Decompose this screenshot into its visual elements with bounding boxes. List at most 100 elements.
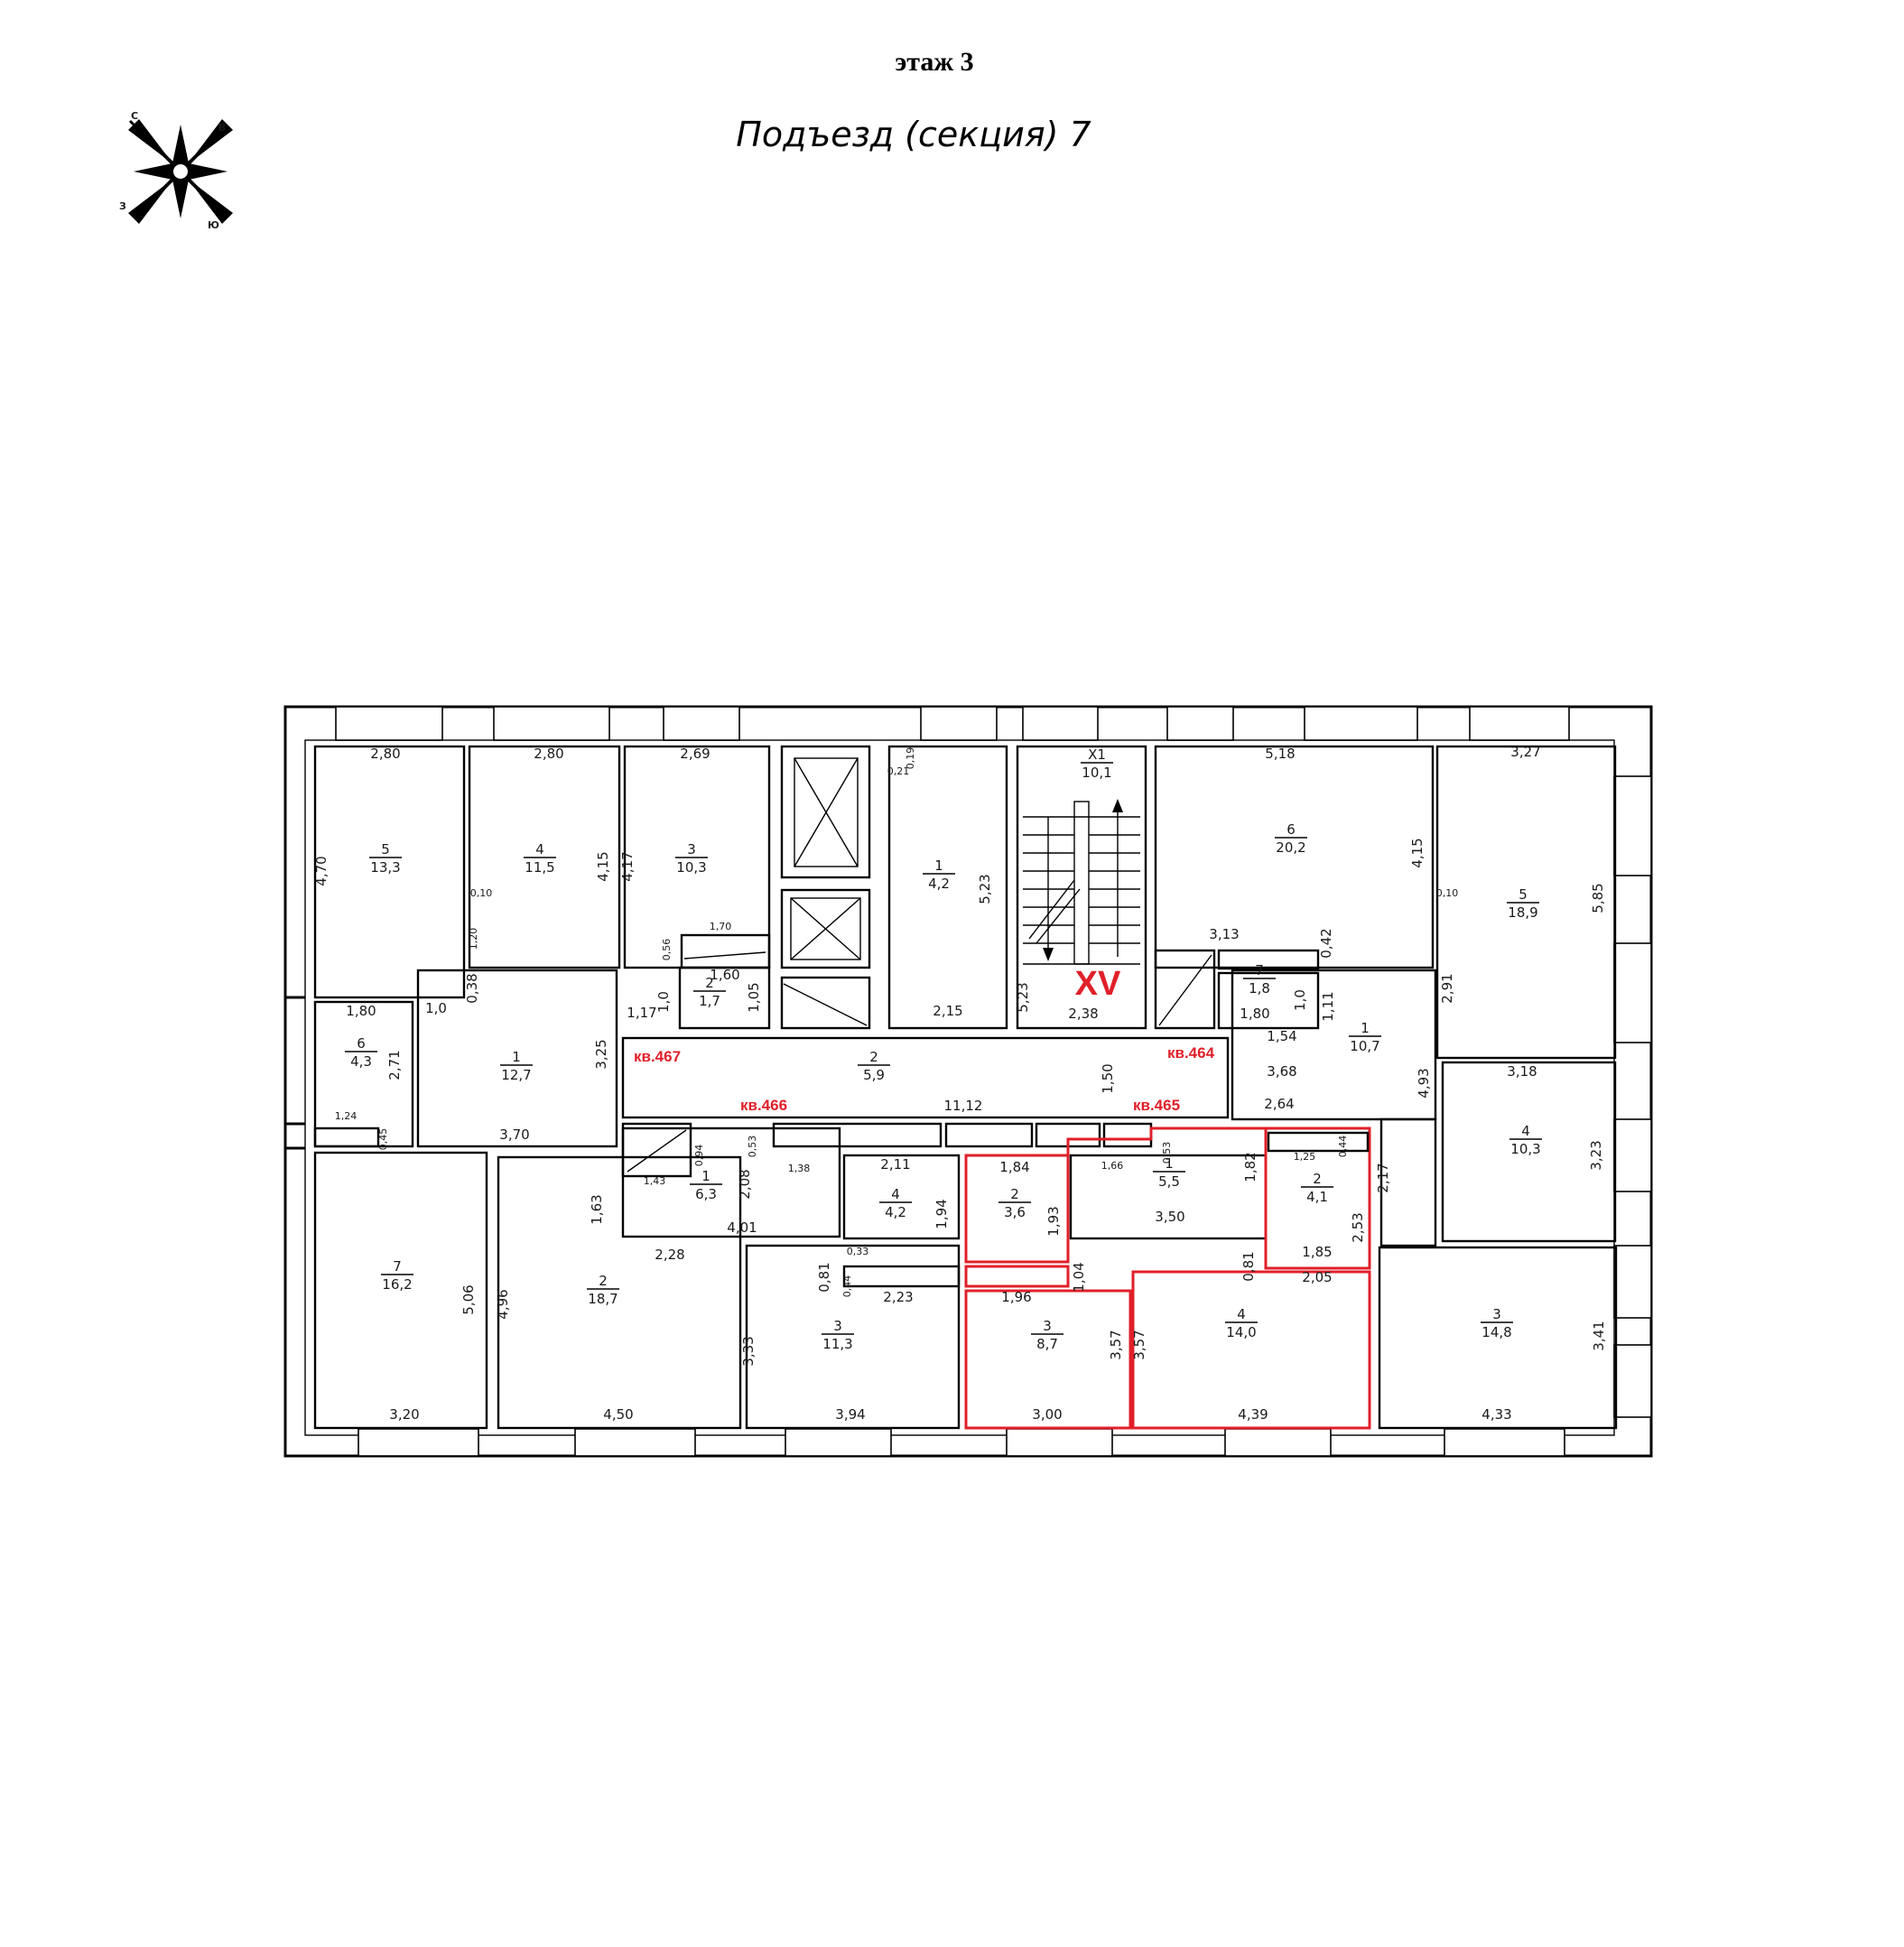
dimension-label: 2,28 — [655, 1247, 684, 1263]
dimension-label: 1,66 — [1101, 1160, 1124, 1172]
room-area: 20,2 — [1276, 839, 1305, 856]
stair-flights — [1023, 799, 1140, 965]
room-area: 1,7 — [699, 993, 720, 1009]
room-number: 1 — [701, 1168, 711, 1184]
compass-icon: С В З Ю — [119, 110, 233, 231]
room-number: 7 — [1255, 962, 1264, 978]
dimension-label: 0,56 — [661, 939, 673, 961]
room-number: 3 — [687, 841, 696, 858]
dimension-label: 2,64 — [1264, 1096, 1294, 1112]
room-label: 23,6 — [998, 1186, 1031, 1220]
dimension-label: 3,50 — [1155, 1209, 1184, 1225]
outer-walls — [283, 705, 1653, 1458]
dimension-label: 11,12 — [944, 1098, 983, 1114]
stair-label: XV — [1075, 965, 1121, 1003]
dimension-label: 2,69 — [680, 746, 710, 762]
room-label: 24,1 — [1301, 1171, 1333, 1205]
room-number: 1 — [934, 858, 943, 874]
dimension-label: 1,04 — [1071, 1262, 1087, 1292]
compass-south: Ю — [208, 219, 219, 231]
room-label: 314,8 — [1481, 1306, 1513, 1340]
room-area: 18,7 — [588, 1291, 618, 1307]
dimension-label: 4,70 — [313, 856, 330, 885]
dimension-label: 5,18 — [1265, 746, 1295, 762]
dimension-label: 1,0 — [1292, 989, 1308, 1011]
dimension-label: 2,05 — [1302, 1269, 1332, 1285]
dimension-label: 3,94 — [835, 1406, 865, 1423]
room-area: 1,8 — [1249, 980, 1270, 997]
room-area: 8,7 — [1036, 1336, 1058, 1352]
room-number: 6 — [1286, 821, 1296, 838]
room-number: 3 — [1492, 1306, 1501, 1322]
room-area: 14,0 — [1226, 1324, 1256, 1340]
room-area: 11,5 — [525, 859, 554, 876]
dimension-label: 1,0 — [655, 991, 672, 1013]
dimension-label: 1,0 — [425, 1000, 447, 1016]
dimension-label: 4,17 — [619, 851, 636, 881]
dimension-label: 2,11 — [880, 1156, 910, 1173]
section-title: Подъезд (секция) 7 — [736, 115, 1091, 154]
room-label: 513,3 — [369, 841, 402, 876]
dimension-label: 0,44 — [841, 1275, 853, 1298]
dimension-label: 1,63 — [589, 1194, 605, 1224]
room-label: 110,7 — [1349, 1020, 1381, 1054]
room-label: 218,7 — [587, 1273, 619, 1307]
dimension-label: 1,84 — [999, 1159, 1029, 1175]
room-label: 518,9 — [1507, 886, 1539, 921]
room-number: 2 — [869, 1049, 878, 1065]
room-number: 3 — [833, 1318, 842, 1334]
room-number: 6 — [357, 1035, 366, 1052]
room-area: 10,7 — [1350, 1038, 1379, 1054]
dimension-label: 3,27 — [1510, 744, 1540, 760]
dimension-label: 0,81 — [816, 1262, 832, 1292]
room-number: 5 — [381, 841, 390, 858]
dimension-label: 1,17 — [627, 1005, 656, 1021]
dimension-label: 2,38 — [1068, 1006, 1098, 1022]
dimension-label: 1,85 — [1302, 1244, 1332, 1260]
dimension-label: 4,15 — [1409, 838, 1426, 867]
room-area: 10,1 — [1082, 765, 1111, 781]
dimension-label: 2,15 — [933, 1003, 962, 1019]
dimension-label: 4,50 — [603, 1406, 633, 1423]
dimension-label: 1,80 — [1240, 1006, 1269, 1022]
room-number: Х1 — [1088, 746, 1106, 763]
room-label: 64,3 — [345, 1035, 377, 1070]
room-area: 6,3 — [695, 1186, 717, 1202]
dimension-label: 4,96 — [495, 1289, 511, 1319]
room-area: 13,3 — [370, 859, 400, 876]
dimension-label: 0,10 — [470, 887, 493, 899]
dimension-label: 1,11 — [1320, 991, 1336, 1021]
dimension-label: 0,38 — [464, 973, 480, 1003]
apt-label-465: кв.465 — [1133, 1097, 1180, 1114]
room-label: 44,2 — [879, 1186, 912, 1220]
dimension-label: 1,93 — [1045, 1206, 1062, 1236]
room-label: 620,2 — [1275, 821, 1307, 856]
dimension-label: 2,91 — [1439, 973, 1455, 1003]
room-number: 4 — [1521, 1123, 1530, 1139]
dimension-label: 1,25 — [1294, 1151, 1316, 1163]
room-label: 310,3 — [675, 841, 708, 876]
room-area: 14,8 — [1481, 1324, 1511, 1340]
apartment-labels: кв.467 кв.464 кв.466 кв.465 — [634, 1044, 1215, 1114]
room-number: 5 — [1519, 886, 1528, 903]
dimension-label: 2,71 — [386, 1050, 403, 1080]
room-number: 1 — [1165, 1155, 1174, 1172]
room-number: 2 — [1010, 1186, 1019, 1202]
room-label: 15,5 — [1153, 1155, 1185, 1190]
dimension-label: 2,17 — [1375, 1163, 1391, 1192]
dimension-label: 2,80 — [534, 746, 563, 762]
dimension-label: 3,18 — [1507, 1063, 1537, 1080]
dimension-label: 4,01 — [727, 1219, 757, 1236]
dimension-label: 4,39 — [1238, 1406, 1268, 1423]
dimension-label: 4,93 — [1416, 1068, 1432, 1098]
dimension-label: 1,24 — [335, 1110, 358, 1122]
room-area: 16,2 — [382, 1276, 412, 1293]
room-label: 25,9 — [858, 1049, 890, 1083]
dimension-label: 1,50 — [1100, 1063, 1116, 1093]
apt-label-466: кв.466 — [740, 1097, 787, 1114]
dimension-label: 3,33 — [740, 1336, 757, 1366]
dimension-label: 0,53 — [1161, 1142, 1173, 1164]
dimension-label: 3,70 — [499, 1126, 529, 1143]
room-area: 18,9 — [1508, 904, 1537, 921]
room-number: 1 — [512, 1049, 521, 1065]
